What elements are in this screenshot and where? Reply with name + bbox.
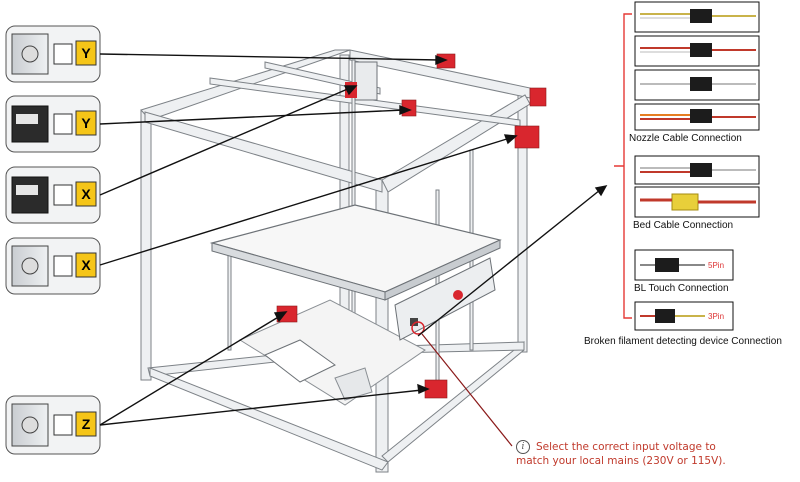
component-tile-stepper-z: Z	[5, 395, 101, 455]
print-bed	[209, 204, 502, 301]
info-icon: i	[516, 440, 530, 454]
axis-badge-label: Y	[81, 45, 91, 61]
connection-bracket	[614, 13, 632, 319]
axis-badge-y	[75, 110, 97, 136]
voltage-note: i Select the correct input voltage to mat…	[516, 440, 738, 468]
voltage-note-line2: match your local mains (230V or 115V).	[516, 455, 726, 467]
filament-pin-count: 3Pin	[708, 312, 724, 321]
axis-badge-x	[75, 252, 97, 278]
bltouch-caption: BL Touch Connection	[634, 283, 729, 294]
axis-badge-label: Z	[82, 416, 91, 432]
bltouch-connector-image: 5Pin	[634, 249, 734, 281]
voltage-note-line1: Select the correct input voltage to	[536, 441, 716, 453]
voltage-leader	[421, 333, 513, 447]
nozzle-connector-images	[634, 1, 760, 131]
component-tile-endstop-x: X	[5, 166, 101, 224]
nozzle-caption: Nozzle Cable Connection	[629, 133, 742, 144]
axis-badge-label: X	[81, 186, 91, 202]
axis-badge-z	[75, 411, 97, 437]
printer-frame	[140, 49, 531, 473]
component-tile-stepper-x: X	[5, 237, 101, 295]
left-component-column: Y Y X X	[5, 25, 101, 455]
component-tile-endstop-y: Y	[5, 95, 101, 153]
printer-base	[238, 299, 426, 406]
axis-badge-label: X	[81, 257, 91, 273]
axis-badge-label: Y	[81, 115, 91, 131]
bed-connector-images	[634, 155, 760, 218]
leader-lines	[99, 53, 608, 426]
bed-caption: Bed Cable Connection	[633, 220, 734, 231]
bltouch-pin-count: 5Pin	[708, 261, 724, 270]
control-box	[394, 257, 496, 341]
axis-badge-x	[75, 181, 97, 207]
component-tile-stepper-y: Y	[5, 25, 101, 83]
filament-connector-image: 3Pin	[634, 301, 734, 331]
axis-badge-y	[75, 40, 97, 66]
connection-panel: 5Pin 3Pin	[614, 1, 760, 331]
filament-caption: Broken filament detecting device Connect…	[584, 336, 782, 347]
